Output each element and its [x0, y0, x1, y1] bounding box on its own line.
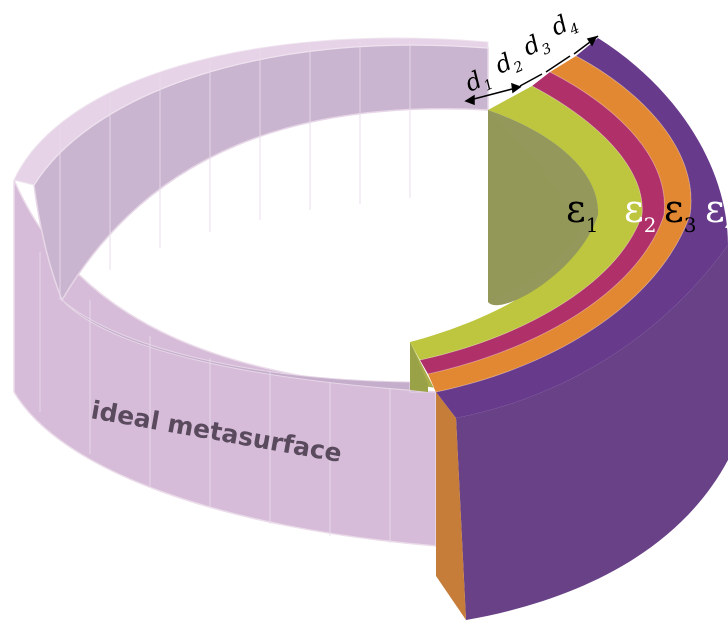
layer-boundaries — [419, 55, 692, 393]
thickness-label-d3: d3 — [519, 26, 555, 65]
metasurface-rim — [13, 37, 489, 186]
arrow-d2 — [519, 73, 543, 87]
cut-face-orange — [436, 392, 466, 620]
permittivity-label-1: ε1 — [566, 187, 598, 237]
metasurface-ring — [13, 37, 489, 547]
permittivity-label-4: ε4 — [705, 187, 728, 237]
permittivity-label-3: ε3 — [664, 187, 696, 237]
layer-4-top — [436, 38, 728, 418]
thickness-label-d4: d4 — [547, 6, 583, 45]
thickness-arrows — [464, 35, 599, 106]
metasurface-inner-lip — [61, 299, 437, 393]
outer-side-face — [456, 245, 728, 620]
layer-1-top — [410, 86, 643, 360]
metasurface-panel-lines — [39, 41, 411, 543]
arrow-d1 — [469, 87, 517, 101]
thickness-label-d2: d2 — [491, 44, 527, 83]
metasurface-inner-wall — [33, 44, 489, 302]
layered-shell — [410, 38, 728, 620]
arrow-d3 — [545, 55, 571, 73]
cut-face-green-strip — [410, 342, 428, 392]
permittivity-label-2: ε2 — [624, 187, 656, 237]
inner-cut-face-lower — [488, 110, 580, 302]
